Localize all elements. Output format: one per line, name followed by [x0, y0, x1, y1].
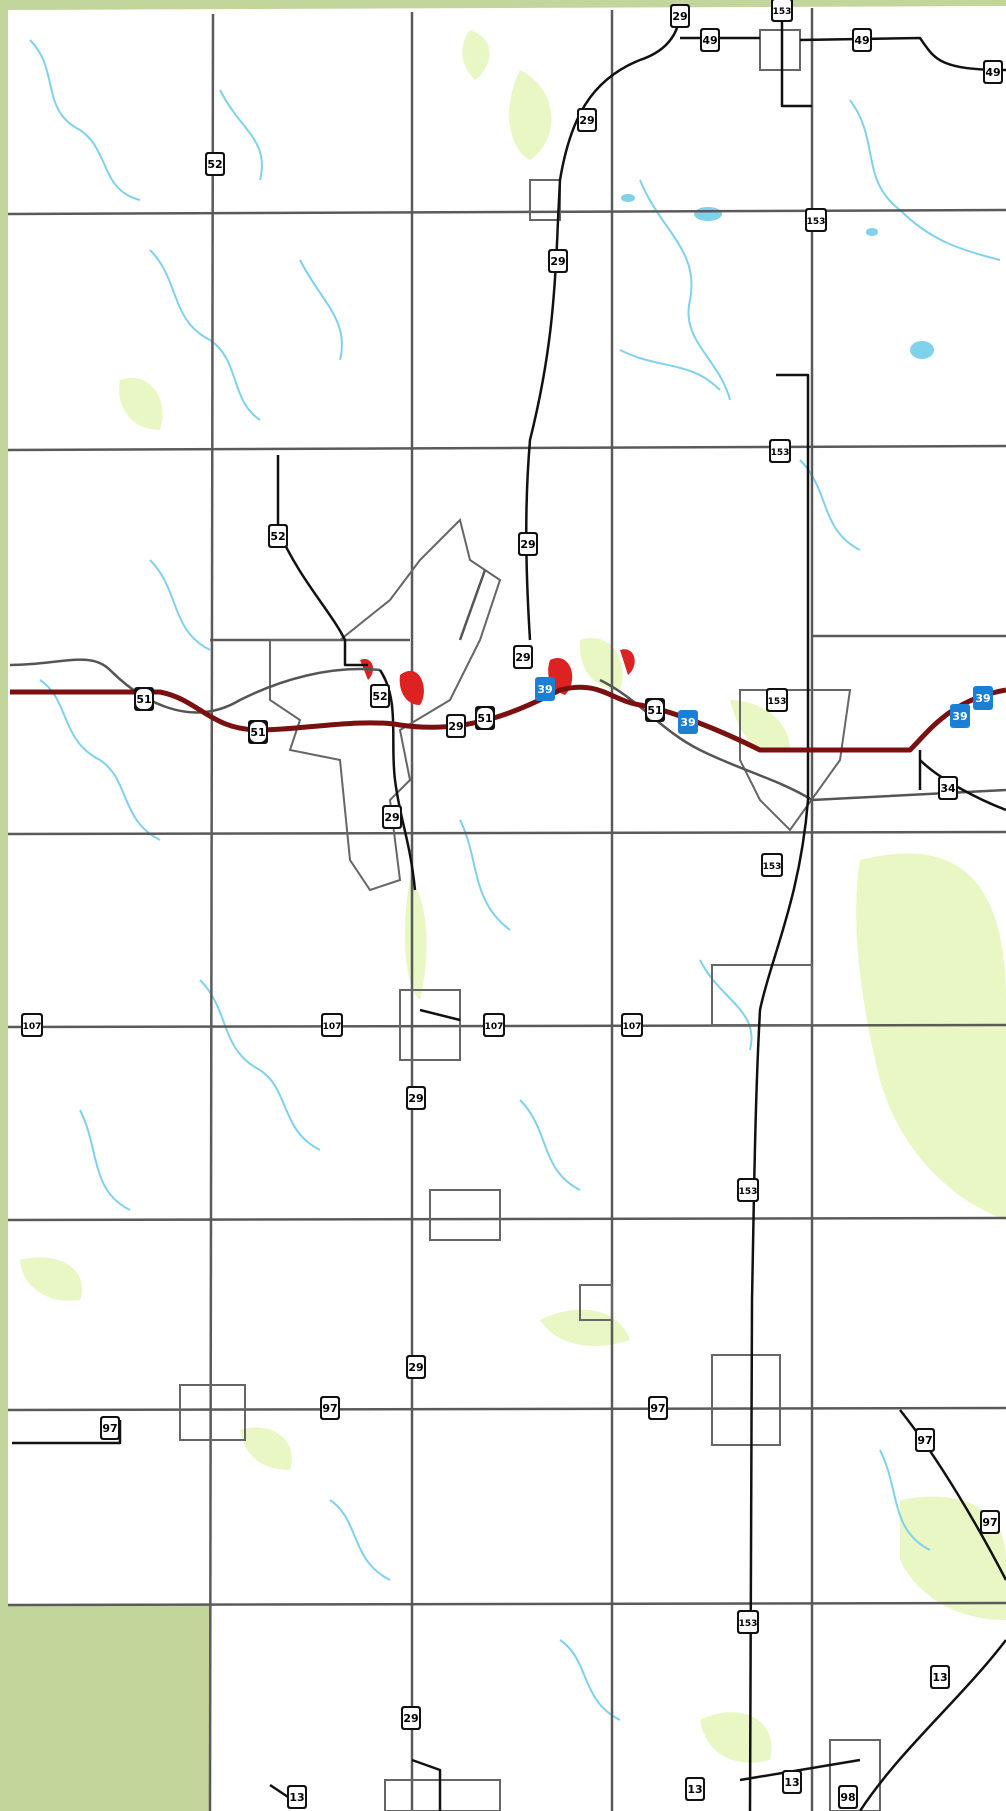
route-shield-label: 29	[408, 1092, 423, 1105]
route-shield-51: 51	[645, 698, 665, 722]
wetland-areas	[20, 30, 1006, 1763]
route-shield-label: 52	[207, 158, 222, 171]
route-shield-29: 29	[406, 1355, 426, 1379]
route-shield-153: 153	[737, 1178, 759, 1202]
route-shield-label: 153	[807, 217, 826, 227]
route-shield-97: 97	[980, 1510, 1000, 1534]
route-shield-153: 153	[805, 208, 827, 232]
route-shield-13: 13	[930, 1665, 950, 1689]
route-shield-label: 49	[985, 66, 1000, 79]
route-shield-29: 29	[382, 805, 402, 829]
route-shield-label: 107	[323, 1022, 342, 1032]
route-shield-label: 51	[647, 704, 662, 717]
route-shield-label: 29	[515, 651, 530, 664]
route-shield-153: 153	[771, 0, 793, 22]
route-shield-label: 29	[550, 255, 565, 268]
route-shield-label: 153	[768, 697, 787, 707]
route-shield-49: 49	[983, 60, 1003, 84]
route-shield-39: 39	[678, 710, 698, 734]
route-shield-153: 153	[769, 439, 791, 463]
route-shield-label: 153	[739, 1187, 758, 1197]
route-shield-label: 107	[623, 1022, 642, 1032]
route-shield-13: 13	[685, 1777, 705, 1801]
route-shield-label: 29	[403, 1712, 418, 1725]
route-shield-label: 107	[485, 1022, 504, 1032]
route-shield-label: 52	[270, 530, 285, 543]
route-shield-label: 39	[680, 716, 695, 729]
route-shield-49: 49	[700, 28, 720, 52]
county-land-area	[8, 6, 1006, 1811]
route-shield-97: 97	[915, 1428, 935, 1452]
route-shield-label: 29	[384, 811, 399, 824]
route-shield-29: 29	[513, 645, 533, 669]
route-shield-52: 52	[205, 152, 225, 176]
route-shield-label: 13	[932, 1671, 947, 1684]
route-shield-29: 29	[548, 249, 568, 273]
route-shield-label: 51	[477, 712, 492, 725]
route-shield-label: 153	[771, 448, 790, 458]
route-shield-39: 39	[950, 704, 970, 728]
route-shield-label: 153	[763, 862, 782, 872]
route-shield-label: 29	[520, 538, 535, 551]
route-shield-34: 34	[938, 776, 958, 800]
route-shield-49: 49	[852, 28, 872, 52]
route-shield-label: 29	[408, 1361, 423, 1374]
route-shield-39: 39	[535, 677, 555, 701]
route-shield-13: 13	[782, 1770, 802, 1794]
route-shield-29: 29	[670, 4, 690, 28]
route-shield-97: 97	[648, 1396, 668, 1420]
route-shield-label: 34	[940, 782, 956, 795]
route-shield-107: 107	[621, 1013, 643, 1037]
route-shield-label: 29	[672, 10, 687, 23]
route-shield-13: 13	[287, 1785, 307, 1809]
route-shield-label: 29	[579, 114, 594, 127]
route-shield-29: 29	[401, 1706, 421, 1730]
route-shield-29: 29	[446, 714, 466, 738]
route-shield-153: 153	[737, 1610, 759, 1634]
route-shield-97: 97	[100, 1416, 120, 1440]
route-shields: 29 49 153 49 49 29 52 29 153 153 52 29 29 51 51 52 29 51 3…	[21, 0, 1003, 1809]
route-shield-153: 153	[766, 688, 788, 712]
route-shield-label: 49	[854, 34, 869, 47]
route-shield-label: 51	[250, 726, 265, 739]
route-shield-label: 97	[917, 1434, 932, 1447]
route-shield-label: 97	[650, 1402, 665, 1415]
route-shield-label: 153	[739, 1619, 758, 1629]
route-shield-label: 29	[448, 720, 463, 733]
route-shield-52: 52	[268, 524, 288, 548]
route-shield-label: 98	[840, 1791, 855, 1804]
route-shield-label: 52	[372, 690, 387, 703]
route-shield-107: 107	[483, 1013, 505, 1037]
route-shield-label: 51	[136, 693, 151, 706]
route-shield-97: 97	[320, 1396, 340, 1420]
route-shield-label: 97	[102, 1422, 117, 1435]
route-shield-label: 13	[687, 1783, 702, 1796]
route-shield-29: 29	[406, 1086, 426, 1110]
route-shield-51: 51	[134, 687, 154, 711]
township-grid-lines	[7, 8, 1006, 1811]
route-shield-98: 98	[838, 1785, 858, 1809]
route-shield-label: 13	[784, 1776, 799, 1789]
route-shield-52: 52	[370, 684, 390, 708]
route-shield-label: 107	[23, 1022, 42, 1032]
route-shield-51: 51	[248, 720, 268, 744]
route-shield-107: 107	[21, 1013, 43, 1037]
route-shield-107: 107	[321, 1013, 343, 1037]
route-shield-51: 51	[475, 706, 495, 730]
route-shield-153: 153	[761, 853, 783, 877]
route-shield-label: 13	[289, 1791, 304, 1804]
route-shield-label: 39	[537, 683, 552, 696]
route-shield-label: 39	[952, 710, 967, 723]
route-shield-label: 97	[982, 1516, 997, 1529]
route-shield-39: 39	[973, 686, 993, 710]
route-shield-label: 97	[322, 1402, 337, 1415]
route-shield-label: 153	[773, 7, 792, 17]
route-shield-29: 29	[577, 108, 597, 132]
route-shield-label: 49	[702, 34, 717, 47]
route-shield-label: 39	[975, 692, 990, 705]
route-shield-29: 29	[518, 532, 538, 556]
